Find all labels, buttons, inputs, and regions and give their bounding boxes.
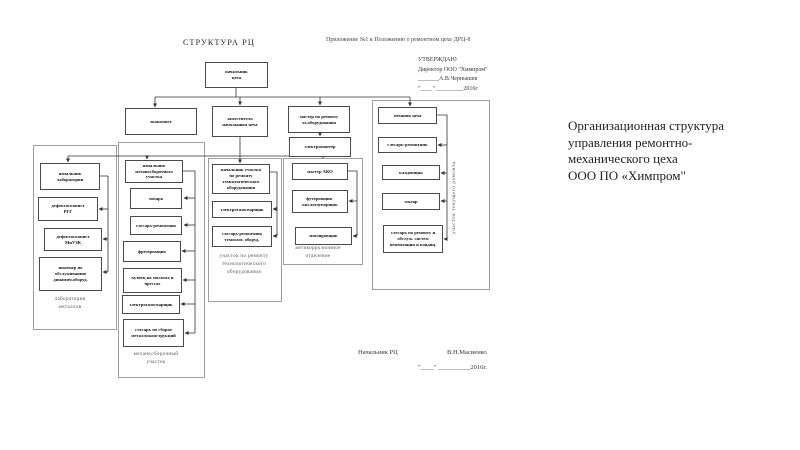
group-tech-repair bbox=[208, 158, 282, 302]
org-node-blacksmith: кузнец на молотах и прессах bbox=[123, 268, 182, 293]
org-node-dynamics-engineer: инженер по обслуживанию динамич.оборуд. bbox=[39, 257, 102, 291]
slide-caption: Организационная структура управления рем… bbox=[568, 118, 724, 183]
footer-date: "____" __________2016г. bbox=[418, 364, 487, 371]
org-node-gas-welder: электрогазосварщик bbox=[122, 295, 180, 314]
approval-line: УТВЕРЖДАЮ bbox=[418, 57, 457, 63]
org-node-tech-section-chief: начальник участка по ремонту технологиче… bbox=[212, 164, 270, 194]
org-node-economist: экономист bbox=[125, 108, 197, 135]
group-metals-lab bbox=[33, 145, 117, 330]
approval-line: _______А.В.Чернышев bbox=[418, 76, 478, 82]
org-node-ventilation-fitter: слесарь по ремонту и обслуж. систем вент… bbox=[383, 225, 443, 253]
group-anticorrosion bbox=[283, 158, 363, 265]
org-node-repair-fitter: слесарь-ремонтник bbox=[130, 216, 182, 235]
org-node-mech-section-chief: начальник механосборочного участка bbox=[125, 160, 183, 183]
group-label-tech-repair: участок по ремонту технологического обор… bbox=[219, 253, 269, 275]
org-node-defectoscopist-miuzk: дефектоскопист МиУЗК bbox=[44, 228, 102, 251]
org-node-turner: токарь bbox=[130, 188, 182, 209]
org-node-insulator: изолировщик bbox=[295, 227, 352, 245]
org-node-tech-repair-fitter: слесарь-ремонтник технолог. оборуд. bbox=[212, 226, 272, 247]
group-label-metals-lab: лаборатория металлов bbox=[54, 296, 86, 310]
approval-block: УТВЕРЖДАЮ Директор ООО "Химпром" _______… bbox=[418, 56, 513, 94]
footer-position: Начальник РЦ bbox=[358, 349, 398, 356]
org-node-current-repair-fitter: слесарь-ремонтник bbox=[378, 137, 437, 153]
org-node-steelwork-fitter: слесарь по сборке металлоконструкций bbox=[123, 319, 184, 347]
org-node-lab-chief: начальник лаборатории bbox=[40, 163, 100, 190]
group-label-mech-assembly: механосборочный участок bbox=[133, 351, 179, 365]
org-node-shop-mechanic: механик цеха bbox=[378, 107, 437, 124]
org-node-ako-master: мастер АКО bbox=[292, 163, 348, 180]
footer-name: В.Н.Масиенко bbox=[447, 349, 487, 356]
diagram-title: СТРУКТУРА РЦ bbox=[183, 38, 255, 47]
annex-note: Приложение №1 к Положению о ремонтном це… bbox=[326, 37, 471, 43]
org-node-liner: футеровщик- кислотоупорщик bbox=[292, 190, 348, 213]
org-node-painter: маляр bbox=[382, 193, 440, 210]
approval-line: "____" _________2016г bbox=[418, 85, 478, 92]
org-node-tech-gas-welder: электрогазосварщик bbox=[212, 201, 272, 218]
org-node-shop-chief: начальник цеха bbox=[205, 62, 268, 88]
org-node-defectoscopist-rgg: дефектоскопист РГГ bbox=[38, 197, 98, 221]
group-label-current-repair: участок текущего ремонта bbox=[451, 161, 457, 234]
org-node-storekeeper: кладовщик bbox=[382, 165, 440, 180]
approval-line: Директор ООО "Химпром" bbox=[418, 66, 488, 73]
group-label-anticorrosion: антикоррозионное отделение bbox=[295, 245, 341, 259]
org-node-electrician: электромонтёр bbox=[289, 137, 351, 157]
org-node-deputy-chief: заместитель начальника цеха bbox=[212, 106, 268, 137]
org-node-electrical-master: мастер по ремонту эл.оборудования bbox=[288, 106, 350, 133]
group-mech-assembly bbox=[118, 142, 205, 378]
org-node-miller: фрезеровщик bbox=[123, 241, 181, 262]
group-current-repair bbox=[372, 100, 490, 290]
